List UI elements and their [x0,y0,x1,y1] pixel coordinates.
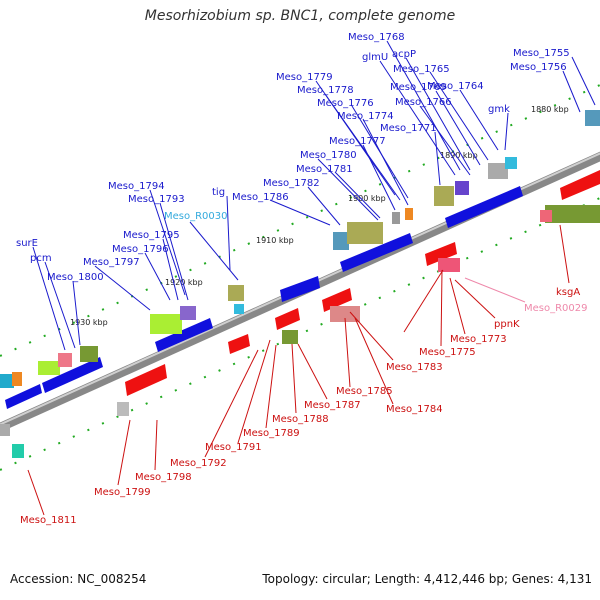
kbp-label: 1900 kbp [348,194,386,203]
gene-label: Meso_1795 [123,230,180,241]
gene-label: Meso_1789 [243,428,300,439]
gene-label: Meso_1783 [386,362,443,373]
gene-label: Meso_1796 [112,244,169,255]
gene-label: Meso_R0030 [164,211,228,222]
gene-label: glmU [362,52,388,63]
reverse-gene-labels: ksgA Meso_R0029 ppnK Meso_1773 Meso_1775… [20,224,588,526]
gene-label: Meso_1769 [390,82,447,93]
gene-label: Meso_1776 [317,98,374,109]
gene-label: Meso_1785 [336,386,393,397]
accession-text: Accession: NC_008254 [10,572,147,586]
gene-label: Meso_1756 [510,62,567,73]
gene-label: Meso_1774 [337,111,394,122]
kbp-label: 1930 kbp [70,318,108,327]
kbp-label: 1880 kbp [531,105,569,114]
gene-label: Meso_1779 [276,72,333,83]
gene-label: Meso_1788 [272,414,329,425]
gene-label: Meso_1811 [20,515,77,526]
gene-label: Meso_1775 [419,347,476,358]
gene-label: acpP [392,49,416,60]
kbp-label: 1910 kbp [256,236,294,245]
gene-label: pcm [30,253,52,264]
figure-title: Mesorhizobium sp. BNC1, complete genome [144,8,456,24]
gene-label: Meso_1771 [380,123,437,134]
gene-label: Meso_1793 [128,194,185,205]
gene-label: Meso_1786 [232,192,289,203]
gene-label: Meso_1799 [94,487,151,498]
gene-label: Meso_1792 [170,458,227,469]
gene-label: Meso_1768 [348,32,405,43]
gene-label: Meso_1765 [393,64,450,75]
kbp-label: 1890 kbp [440,151,478,160]
gene-label: Meso_1782 [263,178,320,189]
reverse-gene-blocks [0,170,600,458]
gene-label: tig [212,187,225,198]
forward-gene-labels: Meso_1768 acpP glmU Meso_1765 Meso_1755 … [16,32,596,351]
kbp-label: 1920 kbp [165,278,203,287]
gene-label: Meso_1773 [450,334,507,345]
gene-label: Meso_1780 [300,150,357,161]
gene-label: ksgA [556,287,580,298]
gene-label: Meso_R0029 [524,303,588,314]
gene-label: Meso_1766 [395,97,452,108]
gene-label: Meso_1800 [47,272,104,283]
gene-label: Meso_1798 [135,472,192,483]
topology-summary: Topology: circular; Length: 4,412,446 bp… [262,572,592,586]
forward-gene-blocks [0,110,600,409]
gene-label: Meso_1784 [386,404,443,415]
gene-label: Meso_1777 [329,136,386,147]
gene-label: gmk [488,104,510,115]
gene-label: surE [16,238,38,249]
gene-label: Meso_1794 [108,181,165,192]
gene-label: Meso_1764 [427,81,484,92]
gene-label: Meso_1778 [297,85,354,96]
gene-label: ppnK [494,319,520,330]
gene-label: Meso_1755 [513,48,570,59]
gene-label: Meso_1787 [304,400,361,411]
gene-label: Meso_1781 [296,164,353,175]
gene-label: Meso_1791 [205,442,262,453]
kbp-scale: 1880 kbp 1890 kbp 1900 kbp 1910 kbp 1920… [70,105,569,327]
gene-label: Meso_1797 [83,257,140,268]
